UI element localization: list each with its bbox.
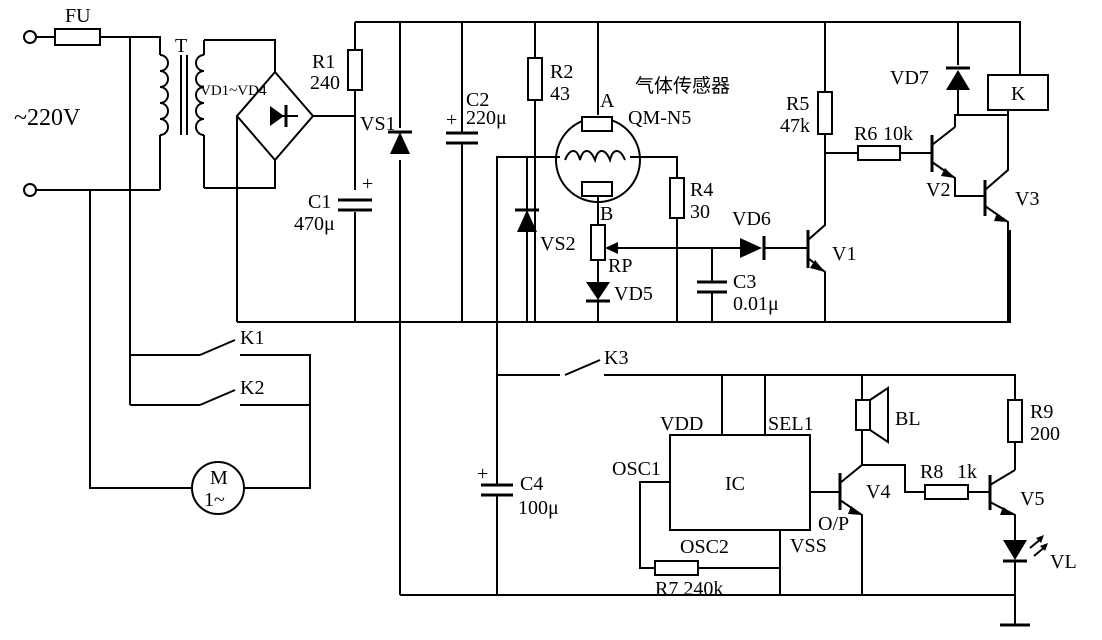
relay-driver: V2 V3 VD7 K [890,22,1049,322]
transformer: T VD1~VD4 [130,35,276,190]
vd7-label: VD7 [890,67,929,89]
op-label: O/P [818,513,849,535]
osc1-label: OSC1 [612,458,661,480]
sensor-a-label: A [600,90,615,112]
transformer-label: T [175,35,187,57]
vd5-label: VD5 [614,283,653,305]
r6-name: R6 [854,123,877,145]
r5-value: 47k [780,115,810,137]
r7-label: R7 240k [655,578,723,600]
r6-value: 10k [883,123,913,145]
bridge-label: VD1~VD4 [200,83,267,99]
resistor-r9 [1007,399,1023,443]
regulator-section: R1 240 + C1 470μ VS1 + C2 220μ [294,22,507,595]
r4-name: R4 [690,179,713,201]
alarm-supply: K3 + C4 100μ [400,322,1030,627]
c3-value: 0.01μ [733,293,779,315]
r9-value: 200 [1030,423,1060,445]
resistor-r6 [857,145,901,161]
supply-rails [237,21,1021,323]
r2-name: R2 [550,61,573,83]
motor [191,461,245,515]
c4-plus: + [477,463,488,485]
mains-input: FU ~220V [14,5,192,489]
fuse [54,28,101,46]
mains-terminal-bottom [23,183,37,197]
vs2-label: VS2 [540,233,576,255]
resistor-r4 [669,177,685,219]
relay-label: K [1011,83,1026,105]
bl-label: BL [895,408,921,430]
sensor-model: QM-N5 [628,107,691,129]
c1-value: 470μ [294,213,335,235]
r5-name: R5 [786,93,809,115]
motor-phase: 1~ [204,489,225,511]
k3-label: K3 [604,347,628,369]
relay-coil-k [987,74,1049,111]
c3-name: C3 [733,271,756,293]
resistor-r8 [924,484,969,500]
osc2-label: OSC2 [680,536,729,558]
vd6-label: VD6 [732,208,771,230]
led-stage: R9 200 V5 VL [988,399,1077,595]
r9-name: R9 [1030,401,1053,423]
potentiometer-rp [590,224,606,261]
c1-name: C1 [308,191,331,213]
vl-label: VL [1050,551,1077,573]
r4-value: 30 [690,201,710,223]
r8-name: R8 [920,461,943,483]
vs1-label: VS1 [360,113,396,135]
c2-value: 220μ [466,107,507,129]
v3-label: V3 [1015,188,1039,210]
c2-plus: + [446,109,457,131]
resistor-r7 [654,560,699,576]
sel1-label: SEL1 [768,413,814,435]
v4-label: V4 [866,481,890,503]
k2-label: K2 [240,377,264,399]
r1-value: 240 [310,72,340,94]
buzzer-stage: V4 BL R8 1k [838,375,990,595]
c2-name: C2 [466,89,489,111]
motor-m: M [210,467,228,489]
r2-value: 43 [550,83,570,105]
buzzer-bl [855,399,871,431]
c1-plus: + [362,173,373,195]
ic-label: IC [725,473,745,495]
resistor-r1 [347,49,363,91]
mains-voltage-label: ~220V [14,105,81,131]
vdd-label: VDD [660,413,703,435]
v1-label: V1 [832,243,856,265]
sensor-title: 气体传感器 [635,75,730,97]
sensor-branch: R2 43 VS2 A 气体传感器 QM-N5 B R4 30 RP VD5 C… [496,22,808,322]
bridge-rectifier [235,70,355,322]
k1-label: K1 [240,327,264,349]
ic-section: IC VDD SEL1 OSC1 OSC2 R7 240k VSS O/P [612,375,849,600]
vss-label: VSS [790,535,827,557]
c4-value: 100μ [518,497,559,519]
v5-label: V5 [1020,488,1044,510]
fuse-label: FU [65,5,91,27]
v2-label: V2 [926,179,950,201]
rp-label: RP [608,255,632,277]
sensor-b-label: B [600,203,613,225]
c4-name: C4 [520,473,543,495]
resistor-r5 [817,91,833,135]
r8-value: 1k [957,461,977,483]
r1-name: R1 [312,51,335,73]
relay-contacts-motor: K1 K2 M 1~ [129,37,311,515]
mains-terminal-top [23,30,37,44]
v1-stage: V1 R5 47k R6 10k [780,22,932,322]
resistor-r2 [527,57,543,101]
